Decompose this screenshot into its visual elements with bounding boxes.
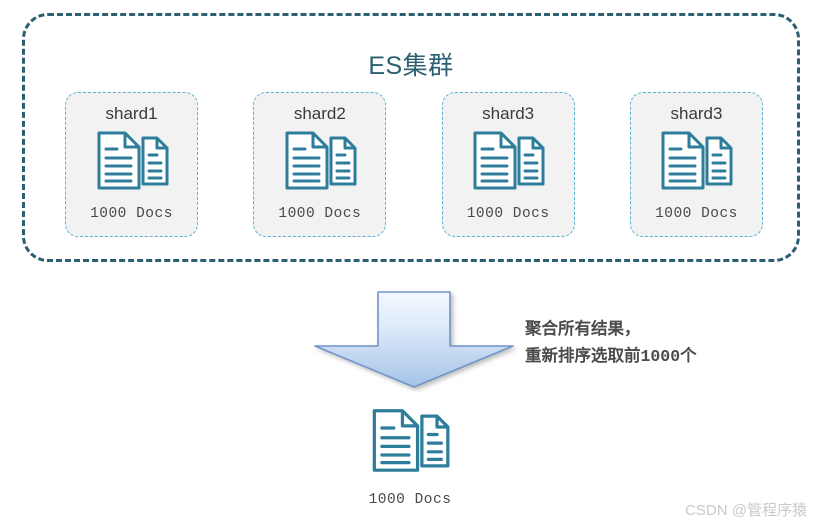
shard-doc-count: 1000 Docs	[466, 206, 550, 222]
result-doc-count: 1000 Docs	[368, 492, 452, 508]
cluster-title: ES集群	[368, 52, 454, 80]
documents-icon	[283, 130, 357, 197]
documents-icon	[370, 407, 450, 480]
shard-doc-count: 1000 Docs	[90, 206, 173, 222]
shard-list: shard1 1000 Docs	[65, 92, 763, 237]
watermark: CSDN @管程序猿	[685, 502, 807, 519]
down-arrow-icon	[310, 288, 520, 393]
shard-card[interactable]: shard3 1000 Docs	[441, 92, 575, 237]
shard-doc-count: 1000 Docs	[655, 206, 738, 222]
documents-icon	[471, 130, 545, 197]
documents-icon	[659, 130, 733, 197]
shard-label: shard3	[482, 104, 535, 123]
shard-label: shard3	[670, 104, 723, 123]
shard-card[interactable]: shard3 1000 Docs	[629, 92, 763, 237]
annotation-line-1: 聚合所有结果，	[525, 320, 641, 338]
shard-card[interactable]: shard2 1000 Docs	[253, 92, 387, 237]
shard-doc-count: 1000 Docs	[278, 206, 362, 222]
annotation-line-2-suffix: 个	[680, 347, 697, 365]
shard-label: shard1	[105, 104, 158, 123]
annotation-line-2-prefix: 重新排序选取前	[525, 347, 641, 365]
shard-card[interactable]: shard1 1000 Docs	[65, 92, 198, 237]
es-cluster-container: ES集群 shard1	[22, 13, 800, 262]
annotation-line-2: 重新排序选取前1000个	[525, 343, 697, 370]
shard-label: shard2	[293, 104, 346, 123]
merge-annotation: 聚合所有结果， 重新排序选取前1000个	[525, 316, 697, 370]
documents-icon	[95, 130, 169, 197]
annotation-line-2-number: 1000	[640, 347, 681, 366]
